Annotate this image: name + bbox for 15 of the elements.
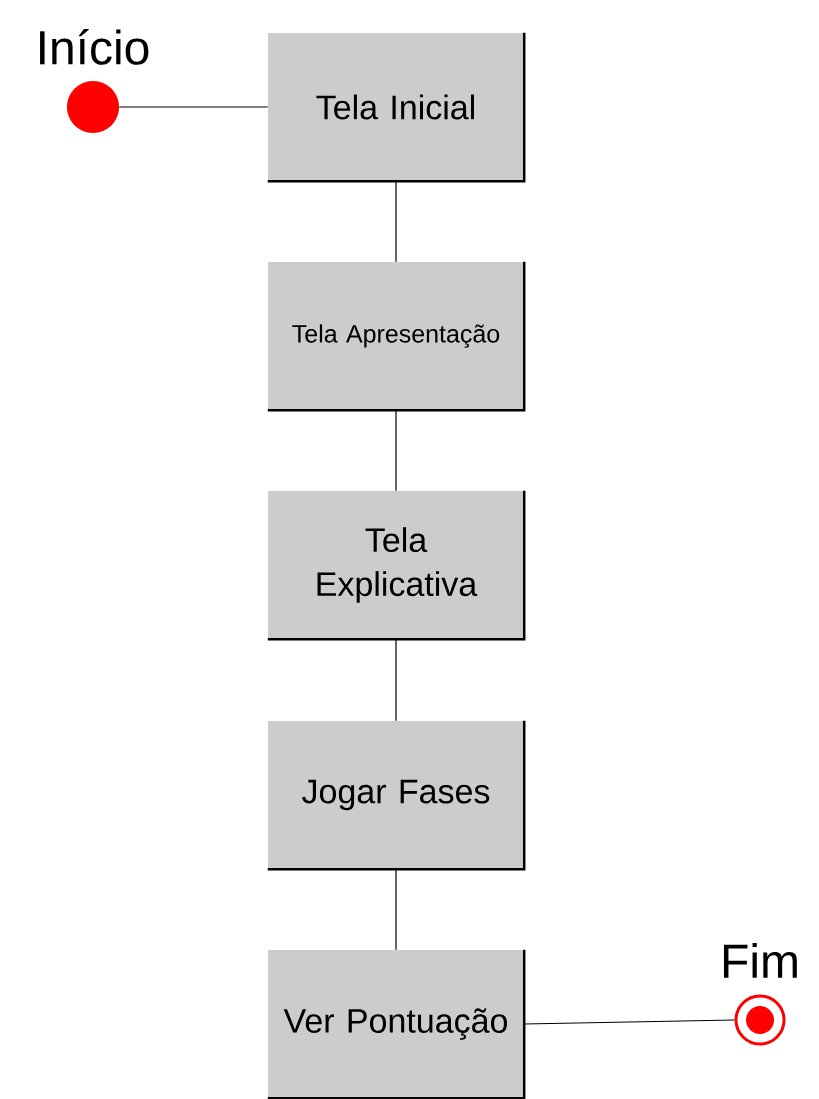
process-box: Tela Apresentação [267,261,526,412]
terminal-label: Fim [723,943,797,978]
connector-line [118,106,269,108]
connector-line [395,638,397,722]
process-box: Ver Pontuação [267,949,526,1099]
process-box: Tela Explicativa [267,490,526,641]
terminal-label: Início [40,29,149,65]
process-box: Tela Inicial [267,32,526,183]
end-circle [734,994,786,1046]
connector-line [395,868,397,951]
connector-line [395,180,397,263]
start-circle [67,81,119,133]
connector-line [395,409,397,492]
process-box: Jogar Fases [267,720,526,871]
connector-line [523,1019,736,1025]
